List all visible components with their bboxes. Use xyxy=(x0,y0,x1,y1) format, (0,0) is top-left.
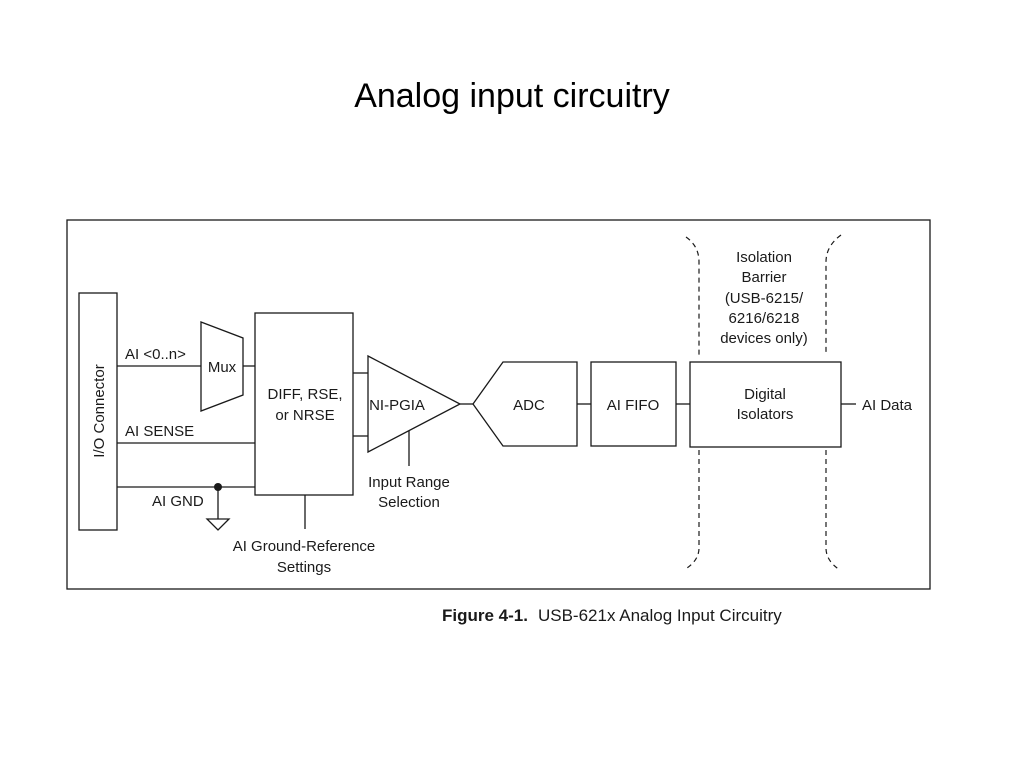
ground-reference-label-line1: AI Ground-Reference xyxy=(233,538,376,555)
ground-reference-label-line2: Settings xyxy=(277,559,331,576)
ai-fifo-label: AI FIFO xyxy=(607,397,660,414)
isolation-label-line2: Barrier xyxy=(741,269,786,286)
mux-label: Mux xyxy=(208,359,237,376)
mux-block xyxy=(200,321,244,412)
diff-rse-nrse-block xyxy=(254,312,354,496)
isolators-label-line2: Isolators xyxy=(737,406,794,423)
isolation-barrier-left xyxy=(683,236,700,571)
io-connector-block xyxy=(78,292,118,531)
figure-caption-label: Figure 4-1. xyxy=(442,606,528,625)
slide-title: Analog input circuitry xyxy=(354,77,670,115)
isolation-label-line5: devices only) xyxy=(720,330,808,347)
ai-channels-label: AI <0..n> xyxy=(125,346,186,363)
ai-data-label: AI Data xyxy=(862,397,913,414)
pgia-label: NI-PGIA xyxy=(369,397,425,414)
isolation-label-line1: Isolation xyxy=(736,249,792,266)
isolation-label-line4: 6216/6218 xyxy=(729,310,800,327)
input-range-label-line1: Input Range xyxy=(368,474,450,491)
figure-caption: Figure 4-1. USB-621x Analog Input Circuit… xyxy=(442,605,782,627)
diff-label-line2: or NRSE xyxy=(275,407,334,424)
isolators-label-line1: Digital xyxy=(744,386,786,403)
ground-symbol xyxy=(205,518,231,531)
input-range-label-line2: Selection xyxy=(378,494,440,511)
isolation-barrier-right xyxy=(825,234,842,571)
pgia-amplifier xyxy=(367,354,462,454)
digital-isolators-block xyxy=(689,361,842,448)
ai-gnd-label: AI GND xyxy=(152,493,204,510)
diff-label-line1: DIFF, RSE, xyxy=(267,386,342,403)
ai-fifo-block xyxy=(590,361,677,447)
ai-sense-label: AI SENSE xyxy=(125,423,194,440)
io-connector-label: I/O Connector xyxy=(91,364,108,457)
isolation-label-line3: (USB-6215/ xyxy=(725,290,804,307)
figure-caption-text: USB-621x Analog Input Circuitry xyxy=(537,606,782,625)
adc-label: ADC xyxy=(513,397,545,414)
